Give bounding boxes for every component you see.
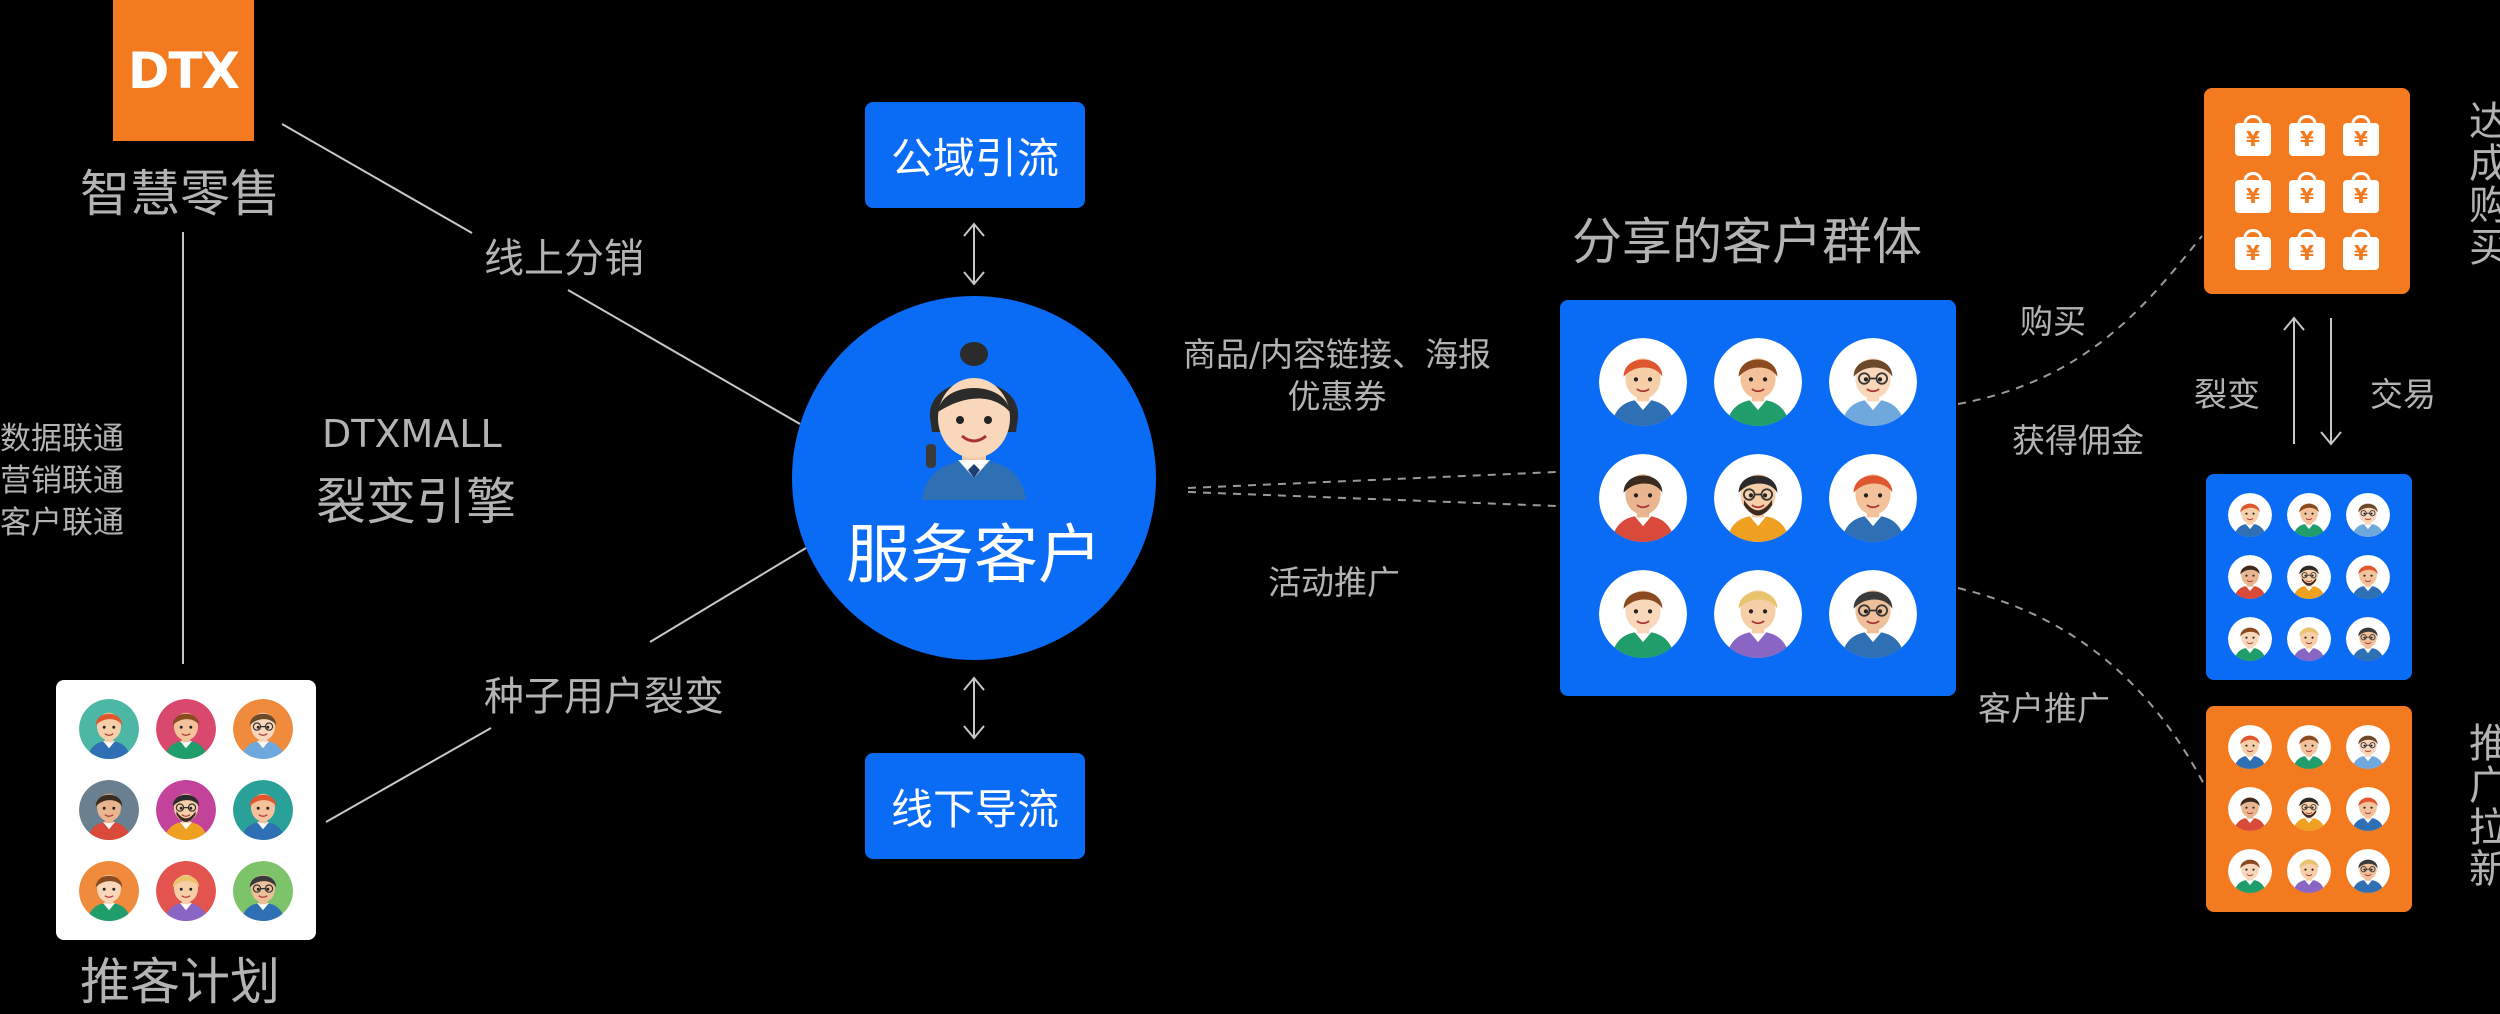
promote-title: 推广拉新: [2462, 722, 2500, 890]
yuan-symbol: ¥: [2246, 183, 2260, 208]
service-customer-title: 服务客户: [846, 519, 1102, 593]
avatar: [2346, 787, 2391, 831]
avatar: [1828, 338, 1917, 426]
arrow-center-offline: [963, 676, 985, 740]
share-content-label: 商品/内容链接、海报 优惠券: [1170, 334, 1504, 418]
yuan-symbol: ¥: [2300, 127, 2314, 152]
service-agent-icon: [922, 342, 1026, 500]
avatar: [1713, 570, 1802, 658]
line-online-center: [567, 289, 801, 425]
referral-avatar-card: [56, 680, 316, 940]
label-marketing-link: 营销联通: [0, 463, 124, 499]
shopping-bag-icon: ¥: [2339, 224, 2383, 272]
shopping-bag-icon: ¥: [2231, 110, 2275, 158]
promote-mini-card: [2206, 706, 2412, 912]
line-referral-seed: [325, 727, 492, 823]
yuan-symbol: ¥: [2354, 127, 2368, 152]
avatar: [2346, 617, 2391, 661]
yuan-symbol: ¥: [2354, 183, 2368, 208]
dashed-center-group: [1187, 471, 1557, 507]
avatar: [78, 861, 139, 922]
engine-title-line1: DTXMALL: [322, 412, 502, 456]
arrow-trade-down: [2320, 318, 2342, 446]
fission-mini-card: [2206, 474, 2412, 680]
label-seed-fission: 种子用户裂变: [484, 674, 724, 720]
avatar: [1713, 338, 1802, 426]
avatar: [2286, 787, 2331, 831]
shopping-bag-icon: ¥: [2231, 167, 2275, 215]
avatar: [2227, 617, 2272, 661]
avatar: [2227, 725, 2272, 769]
line-retail-online: [281, 123, 473, 234]
label-customer-link: 客户联通: [0, 505, 124, 541]
yuan-symbol: ¥: [2300, 240, 2314, 265]
avatar: [155, 861, 216, 922]
label-trade: 交易: [2370, 375, 2436, 414]
yuan-symbol: ¥: [2300, 183, 2314, 208]
label-content-share-2: 优惠券: [1287, 377, 1387, 416]
avatar: [1599, 570, 1688, 658]
deal-bag-card: ¥ ¥ ¥ ¥ ¥ ¥ ¥ ¥ ¥: [2204, 88, 2410, 294]
avatar: [2227, 555, 2272, 599]
label-content-share-1: 商品/内容链接、海报: [1182, 335, 1492, 374]
arrow-public-center: [963, 222, 985, 286]
avatar: [78, 779, 139, 840]
public-traffic-button[interactable]: 公域引流: [865, 102, 1085, 208]
label-data-link: 数据联通: [0, 421, 124, 457]
arrow-fission-up: [2283, 316, 2305, 444]
label-purchase: 购买: [2020, 302, 2086, 341]
avatar: [2227, 849, 2272, 893]
shopping-bag-icon: ¥: [2339, 167, 2383, 215]
avatar: [233, 698, 294, 759]
deal-title: 达成购买: [2462, 100, 2500, 268]
label-activity-promo: 活动推广: [1268, 563, 1400, 602]
yuan-symbol: ¥: [2246, 127, 2260, 152]
avatar: [2346, 493, 2391, 537]
shopping-bag-icon: ¥: [2285, 167, 2329, 215]
shopping-bag-icon: ¥: [2285, 110, 2329, 158]
avatar: [155, 779, 216, 840]
dashed-group-deal: [1957, 235, 2203, 405]
shopping-bag-icon: ¥: [2231, 224, 2275, 272]
yuan-symbol: ¥: [2246, 240, 2260, 265]
avatar: [1828, 454, 1917, 542]
offline-traffic-button[interactable]: 线下导流: [865, 753, 1085, 859]
link-labels: 数据联通 营销联通 客户联通: [0, 418, 124, 544]
dashed-group-promote: [1957, 587, 2207, 789]
avatar: [1599, 454, 1688, 542]
label-online-distribution: 线上分销: [484, 236, 644, 282]
engine-title-line2: 裂变引擎: [316, 473, 516, 531]
line-seed-center: [649, 547, 807, 643]
shopping-bag-icon: ¥: [2339, 110, 2383, 158]
avatar: [233, 779, 294, 840]
avatar: [2286, 493, 2331, 537]
avatar: [78, 698, 139, 759]
avatar: [1599, 338, 1688, 426]
dtx-logo: DTX: [113, 0, 254, 141]
avatar: [2286, 555, 2331, 599]
avatar: [2346, 849, 2391, 893]
shared-group-title: 分享的客户群体: [1572, 213, 1922, 271]
avatar: [233, 861, 294, 922]
avatar: [2227, 493, 2272, 537]
service-customer-circle: 服务客户: [792, 296, 1156, 660]
avatar: [2286, 617, 2331, 661]
avatar: [1828, 570, 1917, 658]
shopping-bag-icon: ¥: [2285, 224, 2329, 272]
label-customer-promo: 客户推广: [1978, 689, 2110, 728]
smart-retail-title: 智慧零售: [80, 165, 280, 223]
referral-plan-title: 推客计划: [80, 953, 280, 1011]
avatar: [1713, 454, 1802, 542]
label-fission: 裂变: [2194, 375, 2260, 414]
avatar: [155, 698, 216, 759]
avatar: [2346, 555, 2391, 599]
label-commission: 获得佣金: [2012, 421, 2144, 460]
shared-group-card: [1560, 300, 1956, 696]
avatar: [2346, 725, 2391, 769]
avatar: [2227, 787, 2272, 831]
avatar: [2286, 849, 2331, 893]
yuan-symbol: ¥: [2354, 240, 2368, 265]
avatar: [2286, 725, 2331, 769]
